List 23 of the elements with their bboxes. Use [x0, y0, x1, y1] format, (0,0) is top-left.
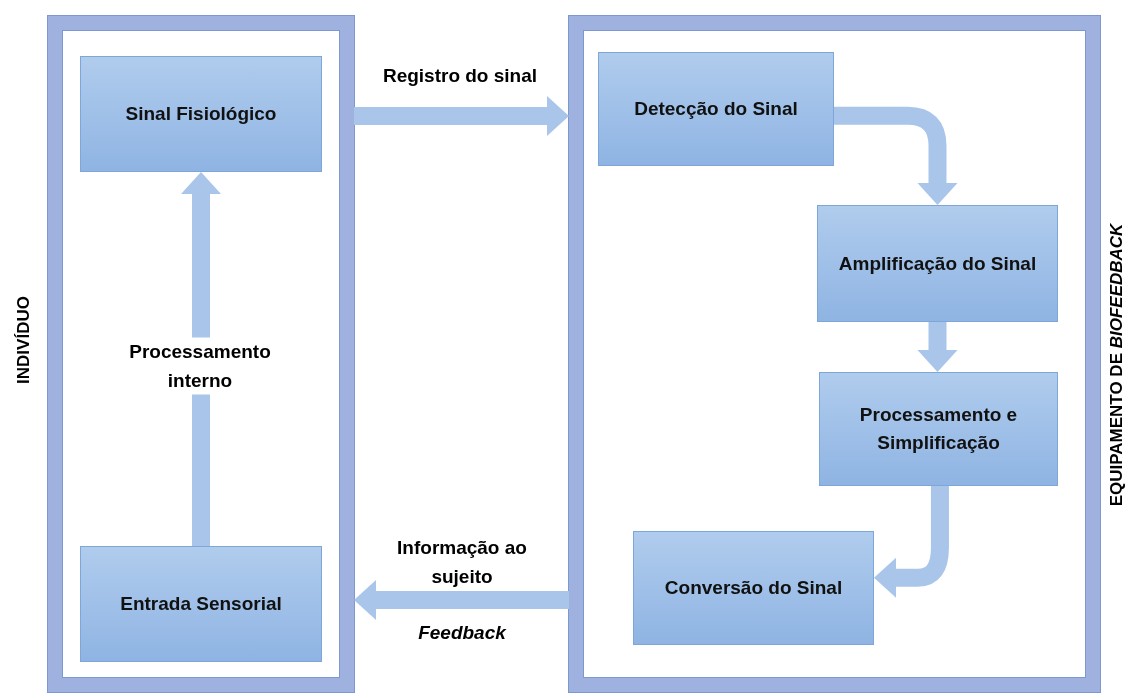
box-label: Entrada Sensorial	[120, 592, 282, 617]
process-box	[80, 56, 322, 172]
box-label: Detecção do Sinal	[634, 97, 798, 122]
edge-label: Registro do sinal	[381, 63, 539, 88]
block-arrow	[181, 172, 221, 546]
process-box	[80, 546, 322, 662]
box-label: Processamento e Simplificação	[858, 403, 1019, 455]
label-text: Feedback	[417, 620, 508, 645]
process-box	[817, 205, 1058, 322]
frame-heading: EQUIPAMENTO DE BIOFEEDBACK	[1106, 223, 1128, 507]
process-box	[819, 372, 1058, 486]
box-label: Sinal Fisiológico	[125, 102, 277, 127]
block-arrow	[917, 322, 958, 372]
process-box	[633, 531, 874, 645]
frame-heading: INDIVÍDUO	[13, 296, 35, 384]
box-label: Conversão do Sinal	[664, 576, 843, 601]
edge-label: Informação ao sujeito	[396, 535, 528, 589]
block-arrow	[834, 106, 958, 205]
process-box	[598, 52, 834, 166]
box-label: Amplificação do Sinal	[838, 251, 1037, 276]
block-arrow	[874, 486, 949, 598]
block-arrow	[354, 96, 569, 137]
block-arrow	[354, 580, 569, 621]
